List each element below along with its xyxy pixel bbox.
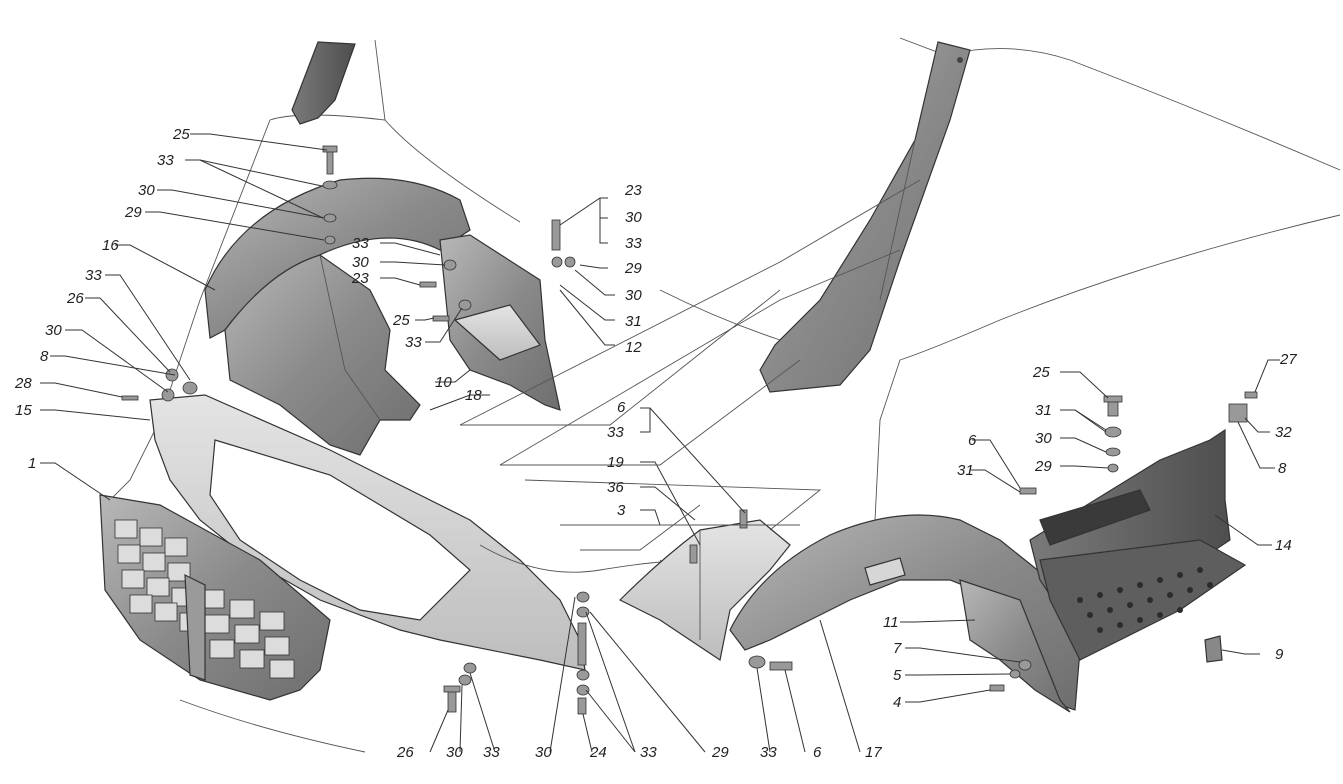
callout-33: 33: [352, 235, 369, 252]
callout-3: 3: [617, 502, 626, 519]
callout-31: 31: [957, 462, 974, 479]
part-14-side-step: [1029, 428, 1247, 661]
callout-29: 29: [1034, 458, 1052, 475]
callout-33: 33: [640, 744, 657, 761]
callout-25: 25: [392, 312, 410, 329]
callout-8: 8: [40, 348, 49, 365]
callout-30: 30: [446, 744, 463, 761]
callout-labels: 25 33 30 29 16 33 26 30 8 28 15 1 33 30 …: [14, 126, 1297, 761]
callout-6: 6: [968, 432, 977, 449]
callout-5: 5: [893, 667, 902, 684]
callout-9: 9: [1275, 646, 1284, 663]
callout-33: 33: [157, 152, 174, 169]
callout-29: 29: [624, 260, 642, 277]
callout-6: 6: [813, 744, 822, 761]
callout-10: 10: [435, 374, 452, 391]
callout-36: 36: [607, 479, 624, 496]
callout-15: 15: [15, 402, 32, 419]
callout-18: 18: [465, 387, 482, 404]
callout-26: 26: [396, 744, 414, 761]
a-pillar-right: [759, 41, 971, 393]
guide-lines: [459, 179, 921, 551]
callout-33: 33: [85, 267, 102, 284]
callout-25: 25: [1032, 364, 1050, 381]
callout-29: 29: [124, 204, 142, 221]
callout-30: 30: [625, 287, 642, 304]
callout-26: 26: [66, 290, 84, 307]
callout-30: 30: [1035, 430, 1052, 447]
callout-33: 33: [483, 744, 500, 761]
callout-17: 17: [865, 744, 882, 761]
part-18-mudguard: [224, 254, 421, 456]
part-15-bumper-frame: [149, 394, 701, 671]
a-pillar-left: [291, 41, 356, 125]
callout-31: 31: [625, 313, 642, 330]
callout-30: 30: [535, 744, 552, 761]
callout-33: 33: [625, 235, 642, 252]
part-9-clip: [1204, 635, 1223, 663]
callout-12: 12: [625, 339, 642, 356]
callout-25: 25: [172, 126, 190, 143]
callout-32: 32: [1275, 424, 1292, 441]
callout-23: 23: [624, 182, 642, 199]
callout-33: 33: [405, 334, 422, 351]
callout-1: 1: [28, 455, 36, 472]
callout-30: 30: [45, 322, 62, 339]
part-1-grille: [99, 494, 331, 701]
callout-6: 6: [617, 399, 626, 416]
callout-30: 30: [625, 209, 642, 226]
fasteners: [121, 145, 1258, 715]
callout-8: 8: [1278, 460, 1287, 477]
callout-31: 31: [1035, 402, 1052, 419]
leader-lines: [40, 133, 1280, 753]
callout-16: 16: [102, 237, 119, 254]
callout-27: 27: [1279, 351, 1297, 368]
callout-33: 33: [760, 744, 777, 761]
part-19-inner-fender: [618, 519, 791, 661]
part-11-mud-flap: [959, 579, 1071, 713]
callout-19: 19: [607, 454, 624, 471]
callout-7: 7: [893, 640, 902, 657]
callout-29: 29: [711, 744, 729, 761]
callout-28: 28: [14, 375, 32, 392]
callout-30: 30: [352, 254, 369, 271]
callout-14: 14: [1275, 537, 1292, 554]
callout-23: 23: [351, 270, 369, 287]
callout-11: 11: [883, 614, 899, 631]
callout-4: 4: [893, 694, 901, 711]
callout-33: 33: [607, 424, 624, 441]
part-10-flap: [439, 234, 561, 411]
callout-24: 24: [589, 744, 607, 761]
callout-30: 30: [138, 182, 155, 199]
